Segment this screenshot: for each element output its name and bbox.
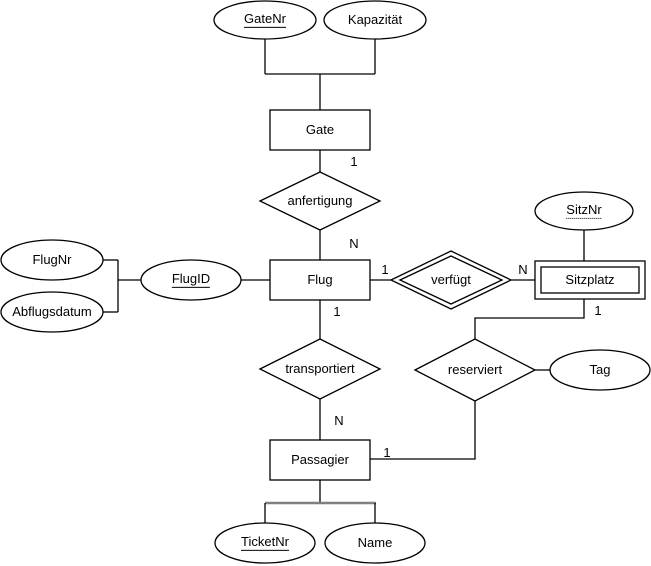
relationship-label-transportiert: transportiert — [285, 360, 355, 376]
attribute-flugnr-ellipse[interactable] — [0, 239, 104, 281]
attribute-sitznr-ellipse[interactable] — [534, 191, 634, 231]
attribute-label-abflugsdatum: Abflugsdatum — [12, 303, 92, 319]
attribute-label-flugid: FlugID — [171, 271, 211, 289]
attribute-label-kapazitaet: Kapazität — [347, 11, 403, 27]
attribute-label-tag: Tag — [589, 361, 611, 377]
attribute-label-gatenr: GateNr — [244, 11, 286, 29]
attribute-label-name: Name — [357, 534, 393, 550]
entity-label-flug: Flug — [307, 271, 333, 287]
relationship-label-reserviert: reserviert — [447, 361, 503, 377]
entity-sitzplatz-inner-rect — [540, 266, 640, 294]
relationship-label-anfertigung: anfertigung — [287, 192, 353, 208]
edge-sitzplatz-reserviert — [474, 299, 585, 339]
entity-label-sitzplatz: Sitzplatz — [565, 271, 615, 287]
attribute-flugid-ellipse[interactable] — [140, 259, 242, 301]
attribute-kapazitaet-ellipse[interactable] — [323, 0, 427, 40]
relationship-reserviert-diamond[interactable] — [413, 338, 537, 402]
relationship-transportiert-diamond[interactable] — [258, 338, 382, 400]
cardinality-flug-verfuegt: 1 — [381, 261, 389, 277]
cardinality-sitzplatz-reserviert: 1 — [594, 302, 602, 318]
relationship-label-verfuegt: verfügt — [431, 271, 471, 287]
entity-flug-rect[interactable] — [269, 259, 371, 301]
entity-label-gate: Gate — [305, 121, 335, 137]
entity-gate-rect[interactable] — [269, 109, 371, 151]
attribute-label-flugnr: FlugNr — [32, 251, 72, 267]
cardinality-verfuegt-sitzplatz: N — [518, 261, 528, 277]
cardinality-gate-anfertigung: 1 — [350, 153, 358, 169]
attribute-gatenr-ellipse[interactable] — [213, 0, 317, 40]
attribute-name-ellipse[interactable] — [324, 522, 426, 564]
cardinality-anfertigung-flug: N — [349, 235, 359, 251]
relationship-verfuegt-inner-diamond — [398, 255, 504, 305]
attribute-abflugsdatum-ellipse[interactable] — [0, 291, 104, 333]
cardinality-passagier-reserviert: 1 — [383, 444, 391, 460]
attribute-label-ticketnr: TicketNr — [241, 534, 289, 552]
entity-passagier-rect[interactable] — [269, 439, 371, 481]
entity-label-passagier: Passagier — [291, 451, 349, 467]
cardinality-transportiert-passagier: N — [334, 412, 344, 428]
relationship-anfertigung-diamond[interactable] — [258, 171, 382, 231]
attribute-label-sitznr: SitzNr — [566, 202, 602, 220]
attribute-tag-ellipse[interactable] — [549, 349, 651, 391]
cardinality-flug-transportiert: 1 — [333, 303, 341, 319]
attribute-ticketnr-ellipse[interactable] — [214, 522, 316, 564]
edge-passagier-reserviert — [370, 401, 476, 460]
